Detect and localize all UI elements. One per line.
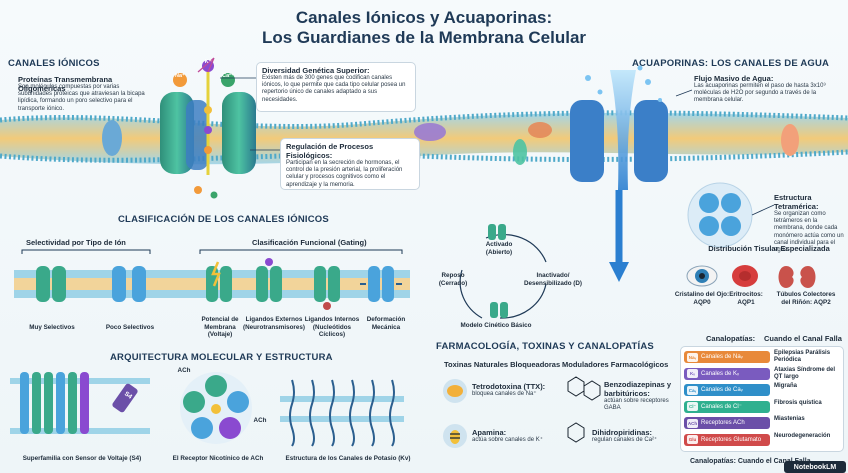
- ach-label-left: ACh: [177, 367, 191, 374]
- state-inactivated: Inactivado/Desensibilizado (D): [523, 272, 583, 287]
- ion-na-label: Na⁺: [175, 73, 185, 79]
- tissue-erythrocyte-label: Eritrocitos:AQP1: [729, 291, 763, 306]
- modulators-title: Moduladores Farmacológicos: [562, 360, 669, 369]
- proteins-text: Son moléculas compuestas por varias subu…: [18, 84, 145, 112]
- kinetic-caption: Modelo Cinético Básico: [460, 322, 532, 329]
- classification-channels: [14, 258, 410, 310]
- flow-title: Flujo Masivo de Agua:: [694, 74, 774, 83]
- title-line-1: Canales Iónicos y Acuaporinas:: [295, 8, 553, 27]
- channelopathy-disease: Neurodegeneración: [774, 432, 831, 439]
- section-ionic-channels: CANALES IÓNICOS: [8, 58, 100, 69]
- distribution-title: Distribución Tisular Especializada: [708, 244, 830, 253]
- channelopathy-col1: Canalopatías:: [706, 334, 756, 343]
- architecture-art: [10, 372, 404, 447]
- channelopathy-disease: Miastenias: [774, 416, 805, 422]
- tetra-text: Se organizan como tetrámeros en la membr…: [774, 211, 844, 254]
- channelopathy-disease: Migraña: [774, 383, 798, 389]
- selectivity-title: Selectividad por Tipo de Ión: [26, 238, 126, 247]
- channel-badge: Glu: [687, 435, 698, 444]
- membrane-protein: [102, 120, 122, 156]
- channel-name: Canales de Kᵥ: [701, 370, 739, 377]
- flow-block: Flujo Masivo de Agua: Las acuaporinas pe…: [694, 74, 834, 105]
- regulation-text: Participan en la secreción de hormonas, …: [286, 160, 403, 188]
- membrane-protein: [781, 124, 799, 156]
- arch-item-voltage-sensor: Superfamilia con Sensor de Voltaje (S4): [22, 455, 142, 462]
- diversity-text: Existen más de 300 genes que codifican c…: [262, 75, 406, 103]
- tetra-block: Estructura Tetramérica: Se organizan com…: [774, 193, 844, 254]
- channel-name: Canales de Caᵥ: [701, 387, 743, 393]
- tetra-title: Estructura Tetramérica:: [774, 193, 819, 211]
- connector: [751, 204, 775, 216]
- tetramer-illustration: [687, 182, 753, 248]
- arch-item-potassium: Estructura de los Canales de Potasio (Kv…: [285, 455, 411, 462]
- channelopathy-channel-chip: Cl⁻Canales de Cl⁻: [684, 400, 770, 413]
- proteins-title: Proteínas Transmembrana Oligoméricas: [18, 75, 113, 93]
- aquaporin-illustration: [570, 65, 668, 282]
- brand-badge: NotebookLM: [784, 461, 846, 473]
- channel-badge: Caᵥ: [687, 385, 698, 395]
- tissue-eye-label: Cristalino del Ojo:AQP0: [674, 291, 730, 306]
- channelopathy-disease: Ataxias Síndrome del QT largo: [774, 366, 836, 380]
- dihydro-block: Dihidropiridinas:regulan canales de Ca²⁺: [592, 428, 658, 443]
- kinetic-cycle: [459, 224, 547, 319]
- apamin-block: Apamina:actúa sobre canales de K⁺: [472, 428, 543, 443]
- benzo-block: Benzodiazepinas y barbitúricos:actúan so…: [604, 380, 672, 412]
- selective-low-label: Poco Selectivos: [105, 324, 155, 331]
- channel-badge: Naᵥ: [687, 352, 698, 362]
- tissue-icons: [686, 265, 816, 288]
- state-activated: Activado(Abierto): [485, 241, 513, 256]
- pharma-icons: [443, 376, 601, 448]
- channelopathy-footer: Canalopatías: Cuando el Canal Falla: [690, 458, 811, 465]
- channel-name: Receptores ACh: [701, 420, 745, 426]
- ttx-block: Tetrodotoxina (TTX):bloquea canales de N…: [472, 382, 546, 397]
- ach-label-right: ACh: [253, 417, 267, 424]
- connector: [675, 89, 693, 97]
- ion-channel-illustration: [160, 57, 256, 199]
- channel-badge: Kᵥ: [687, 369, 698, 378]
- channelopathy-col2: Cuando el Canal Falla: [764, 334, 842, 343]
- membrane-protein: [528, 122, 552, 138]
- arch-item-nicotinic: El Receptor Nicotínico de ACh: [172, 455, 264, 462]
- section-classification: CLASIFICACIÓN DE LOS CANALES IÓNICOS: [118, 214, 329, 225]
- bracket: [199, 249, 403, 254]
- diversity-callout: Diversidad Genética Superior: Existen má…: [256, 62, 416, 112]
- flow-text: Las acuaporinas permiten el paso de hast…: [694, 83, 826, 104]
- channel-name: Receptores Glutamato: [701, 436, 762, 443]
- selective-high-label: Muy Selectivos: [29, 324, 75, 331]
- channel-badge: ACh: [687, 418, 698, 428]
- regulation-callout: Regulación de Procesos Fisiológicos: Par…: [280, 138, 420, 190]
- regulation-title: Regulación de Procesos Fisiológicos:: [286, 142, 374, 160]
- ion-ca-label: Ca²⁺: [222, 73, 234, 79]
- title-line-2: Los Guardianes de la Membrana Celular: [261, 28, 587, 47]
- gating-external-ligand-label: Ligandos Externos(Neurotransmisores): [243, 316, 305, 331]
- section-aquaporins: ACUAPORINAS: LOS CANALES DE AGUA: [632, 58, 830, 69]
- state-resting: Reposo(Cerrado): [438, 272, 468, 287]
- membrane-protein: [414, 123, 446, 141]
- channel-name: Canales de Cl⁻: [701, 404, 742, 410]
- ion-k-label: K⁺: [204, 59, 212, 65]
- channelopathy-disease: Epilepsias Parálisis Periódica: [774, 350, 831, 363]
- toxins-title: Toxinas Naturales Bloqueadoras: [444, 360, 561, 369]
- channel-badge: Cl⁻: [687, 402, 698, 411]
- membrane-protein: [513, 139, 527, 165]
- gating-title: Clasificación Funcional (Gating): [252, 238, 367, 247]
- channelopathy-disease: Fibrosis quística: [774, 399, 822, 406]
- section-architecture: ARQUITECTURA MOLECULAR Y ESTRUCTURA: [110, 352, 333, 363]
- channel-name: Canales de Naᵥ: [701, 354, 743, 360]
- diversity-title: Diversidad Genética Superior:: [262, 66, 370, 75]
- bracket: [21, 249, 151, 254]
- section-pharma: FARMACOLOGÍA, TOXINAS Y CANALOPATÍAS: [436, 341, 654, 352]
